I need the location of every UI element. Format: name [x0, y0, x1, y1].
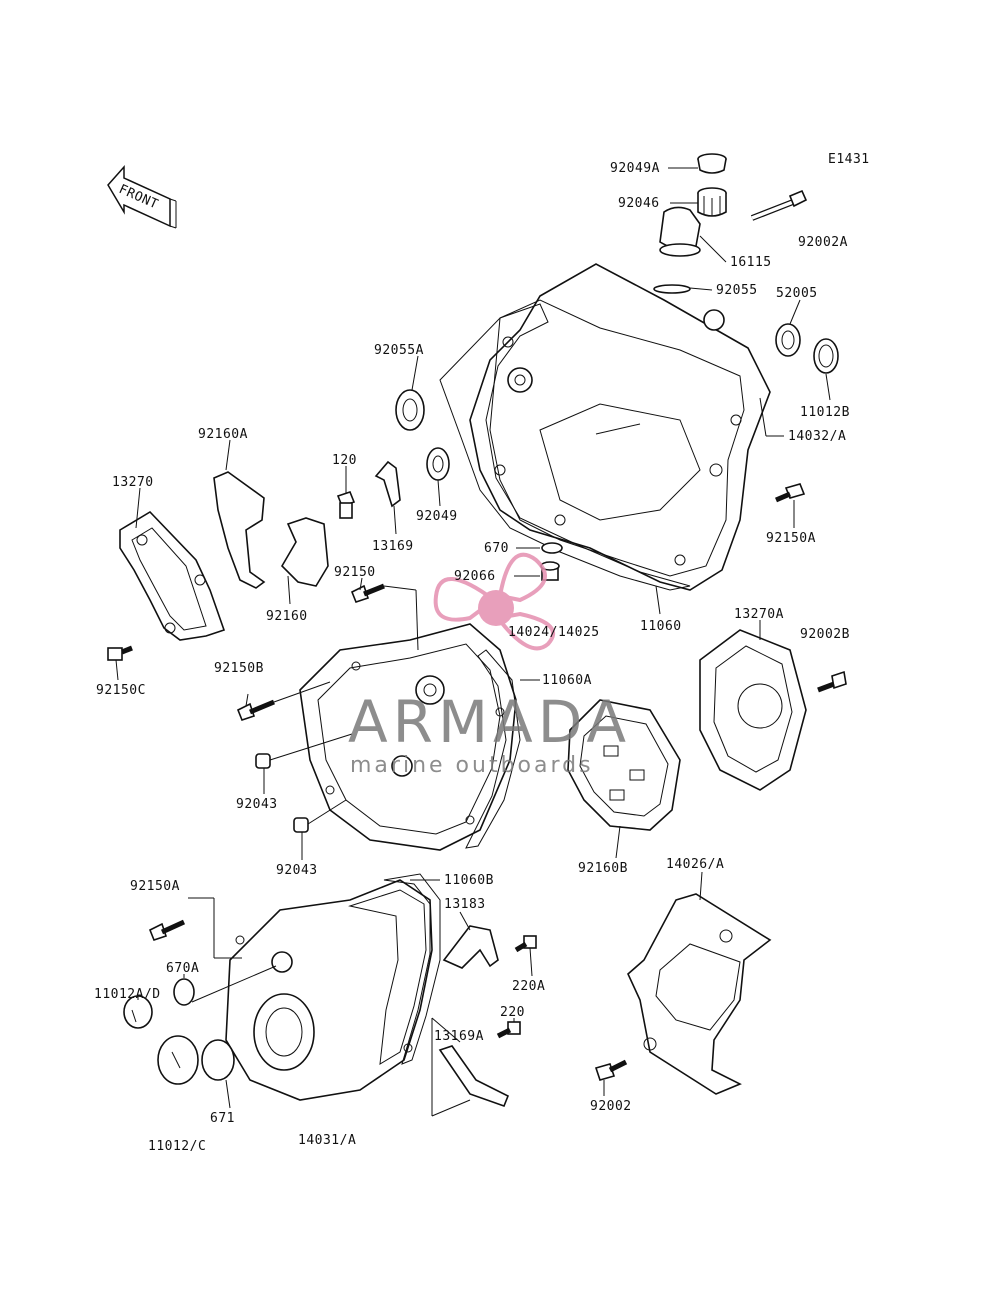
propeller-logo-icon: [433, 552, 555, 651]
bracket-13169A[interactable]: [438, 1045, 510, 1108]
gasket-11060B[interactable]: [383, 873, 441, 1065]
o-ring-92055[interactable]: [653, 284, 691, 294]
bracket-13169[interactable]: [374, 460, 401, 508]
part-label[interactable]: 120: [332, 453, 357, 468]
part-label[interactable]: 92160A: [198, 427, 248, 442]
watermark: ARMADA marine outboards: [348, 552, 631, 778]
bearing-ring[interactable]: [697, 153, 727, 174]
part-label[interactable]: 92049: [416, 509, 458, 524]
part-label[interactable]: 92046: [618, 196, 660, 211]
oil-seal-92055A[interactable]: [395, 389, 425, 431]
part-label[interactable]: 11060B: [444, 873, 494, 888]
part-label[interactable]: 11012A/D: [94, 987, 161, 1002]
part-label[interactable]: 92150: [334, 565, 376, 580]
part-label[interactable]: 92055: [716, 283, 758, 298]
part-label[interactable]: 14032/A: [788, 429, 846, 444]
part-label[interactable]: 92002: [590, 1099, 632, 1114]
part-label[interactable]: 92150A: [766, 531, 816, 546]
cap-11012B[interactable]: [813, 338, 839, 374]
part-label[interactable]: 13270A: [734, 607, 784, 622]
part-label[interactable]: 52005: [776, 286, 818, 301]
bolt-120[interactable]: [336, 491, 356, 519]
part-label[interactable]: 13270: [112, 475, 154, 490]
cover-plate-92160[interactable]: [280, 517, 329, 587]
part-label[interactable]: 92160B: [578, 861, 628, 876]
right-crankcase-cover[interactable]: [469, 263, 771, 591]
watermark-title: ARMADA: [348, 688, 631, 756]
o-ring-671[interactable]: [201, 1039, 235, 1081]
part-label[interactable]: 220A: [512, 979, 545, 994]
washer-670[interactable]: [541, 542, 563, 554]
clutch-cover-14024[interactable]: [299, 623, 517, 851]
bolt-top-right[interactable]: [750, 189, 808, 221]
part-label[interactable]: 92150B: [214, 661, 264, 676]
watermark-subtitle: marine outboards: [350, 753, 594, 778]
part-label[interactable]: 16115: [730, 255, 772, 270]
part-label[interactable]: 92066: [454, 569, 496, 584]
bolt-92150A-bottom[interactable]: [148, 919, 186, 941]
o-ring-670A[interactable]: [173, 978, 195, 1006]
sprocket-cover-14026[interactable]: [627, 893, 772, 1095]
part-label[interactable]: 11012/C: [148, 1139, 206, 1154]
part-label[interactable]: 670: [484, 541, 509, 556]
part-label[interactable]: 11060: [640, 619, 682, 634]
needle-bearing[interactable]: [697, 187, 727, 217]
bolt-92150[interactable]: [350, 583, 385, 603]
bolt-92002[interactable]: [594, 1059, 628, 1081]
part-label[interactable]: 92002A: [798, 235, 848, 250]
part-label[interactable]: 92160: [266, 609, 308, 624]
bolt-92150C[interactable]: [107, 645, 133, 661]
plug-11012AD[interactable]: [123, 995, 153, 1029]
part-label[interactable]: 670A: [166, 961, 199, 976]
part-label[interactable]: 92002B: [800, 627, 850, 642]
bolt-92150B[interactable]: [236, 699, 275, 721]
part-label[interactable]: 13169: [372, 539, 414, 554]
part-label[interactable]: 92150A: [130, 879, 180, 894]
dowel-92043-lower[interactable]: [293, 817, 309, 833]
bracket-13183[interactable]: [442, 925, 499, 969]
diagram-code: E1431: [828, 152, 870, 167]
part-label[interactable]: 220: [500, 1005, 525, 1020]
bolt-220A[interactable]: [514, 935, 537, 953]
part-label[interactable]: 92043: [276, 863, 318, 878]
shield-13270A[interactable]: [699, 629, 807, 791]
oil-filler-cap[interactable]: [659, 206, 701, 257]
cover-92160B[interactable]: [567, 699, 681, 831]
bolt-92002B[interactable]: [817, 670, 847, 693]
plug-11012C[interactable]: [157, 1035, 199, 1085]
part-label[interactable]: 13169A: [434, 1029, 484, 1044]
leader-lines: [115, 167, 831, 1117]
oil-seal-92049[interactable]: [426, 447, 450, 481]
gasket-11060A[interactable]: [465, 649, 521, 849]
cover-plate-92160A[interactable]: [213, 471, 266, 589]
part-label[interactable]: 11060A: [542, 673, 592, 688]
part-label[interactable]: 14031/A: [298, 1133, 356, 1148]
part-labels: 92049A 92046 92002A 16115 92055 52005 92…: [94, 161, 850, 1154]
gasket-11060[interactable]: [439, 303, 691, 591]
part-label[interactable]: 11012B: [800, 405, 850, 420]
generator-cover-14031[interactable]: [225, 879, 433, 1101]
part-label[interactable]: 14024/14025: [508, 625, 600, 640]
part-label[interactable]: 92049A: [610, 161, 660, 176]
dowel-92043-upper[interactable]: [255, 753, 271, 769]
part-label[interactable]: 13183: [444, 897, 486, 912]
front-arrow-icon: FRONT: [107, 165, 177, 229]
part-label[interactable]: 92043: [236, 797, 278, 812]
part-label[interactable]: 671: [210, 1111, 235, 1126]
part-label[interactable]: 92055A: [374, 343, 424, 358]
part-label[interactable]: 92150C: [96, 683, 146, 698]
oil-seal-52005[interactable]: [775, 323, 801, 357]
bolt-92150A-top[interactable]: [775, 483, 806, 503]
bolt-220[interactable]: [496, 1021, 521, 1039]
shield-13270[interactable]: [119, 510, 226, 641]
part-label[interactable]: 14026/A: [666, 857, 724, 872]
